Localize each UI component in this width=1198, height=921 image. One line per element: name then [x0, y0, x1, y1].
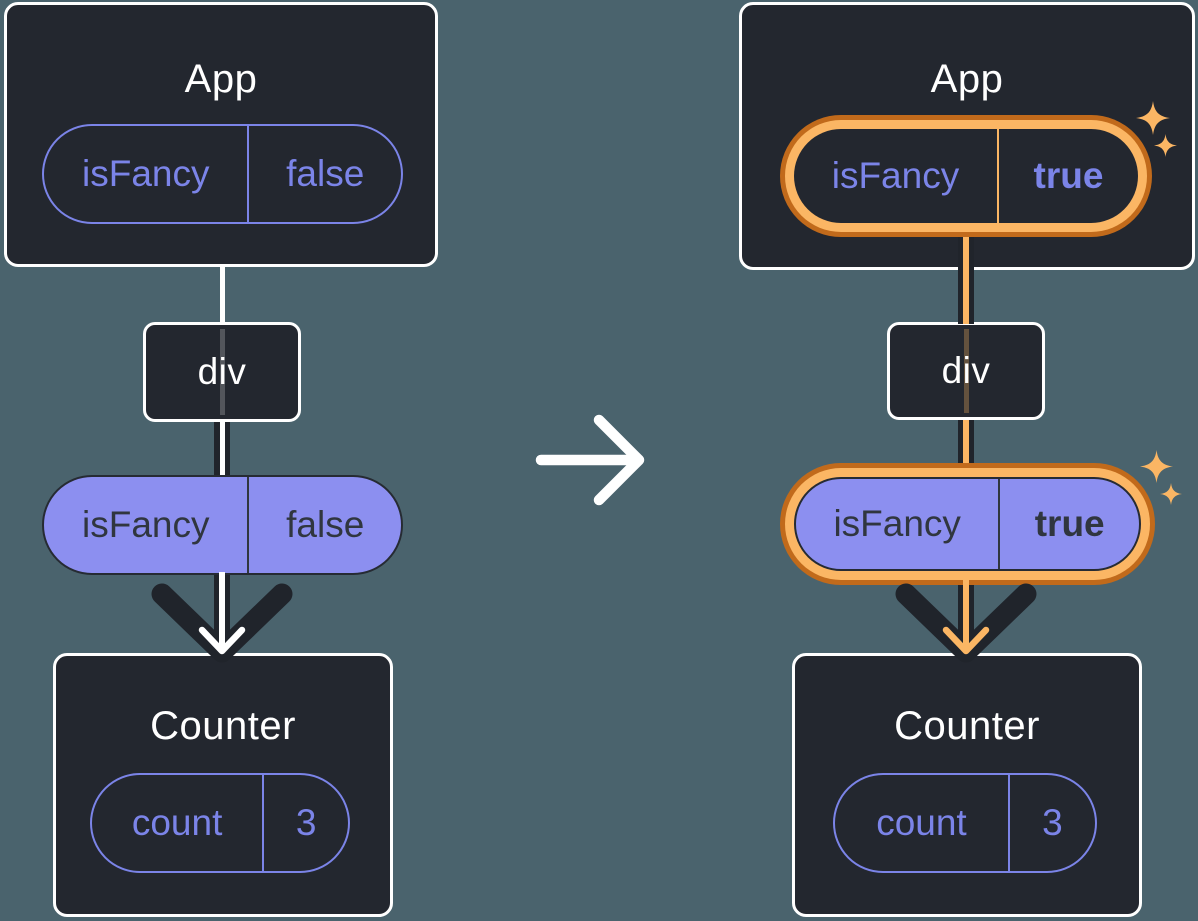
after-app-state-pill-highlight: isFancy true	[780, 115, 1152, 237]
after-counter-title: Counter	[894, 704, 1040, 748]
before-props-pill: isFancy false	[42, 475, 403, 575]
before-div-node: div	[143, 322, 301, 422]
sparkles-icon	[1136, 101, 1170, 135]
state-key: count	[876, 802, 967, 843]
before-app-state-pill: isFancy false	[42, 124, 403, 224]
prop-key: isFancy	[833, 503, 961, 544]
before-flow-core	[219, 421, 225, 480]
sparkles-icon	[1160, 483, 1182, 505]
state-value: 3	[1007, 775, 1095, 871]
state-key: isFancy	[831, 155, 960, 196]
state-value: 3	[262, 775, 348, 871]
state-key: isFancy	[82, 153, 210, 194]
after-flow-core	[963, 234, 969, 324]
before-counter-state-pill: count 3	[90, 773, 350, 873]
sparkles-icon	[1140, 450, 1173, 483]
prop-key: isFancy	[82, 504, 210, 545]
prop-value: false	[247, 477, 401, 573]
right-arrow-icon	[535, 414, 645, 506]
after-flow-arrow	[942, 572, 990, 655]
before-counter-title: Counter	[150, 704, 296, 748]
state-value: false	[247, 126, 401, 222]
before-div-flow-stripe	[220, 329, 225, 415]
after-props-pill: isFancy true	[794, 477, 1141, 571]
after-div-label: div	[941, 350, 991, 391]
after-app-state-pill: isFancy true	[794, 129, 1138, 223]
before-app-div-connector	[219, 266, 225, 324]
state-value: true	[996, 129, 1138, 223]
after-div-flow-stripe	[964, 329, 969, 413]
after-props-pill-highlight: isFancy true	[780, 463, 1155, 585]
before-app-title: App	[184, 57, 258, 101]
before-flow-arrow	[198, 572, 246, 655]
after-div-node: div	[887, 322, 1045, 420]
after-counter-state-pill: count 3	[833, 773, 1097, 873]
state-key: count	[131, 802, 223, 843]
prop-value: true	[998, 479, 1139, 569]
after-app-title: App	[930, 57, 1004, 101]
before-div-label: div	[197, 351, 247, 392]
before-counter-card: Counter	[53, 653, 393, 917]
after-flow-core	[963, 418, 969, 480]
sparkles-icon	[1154, 134, 1177, 157]
